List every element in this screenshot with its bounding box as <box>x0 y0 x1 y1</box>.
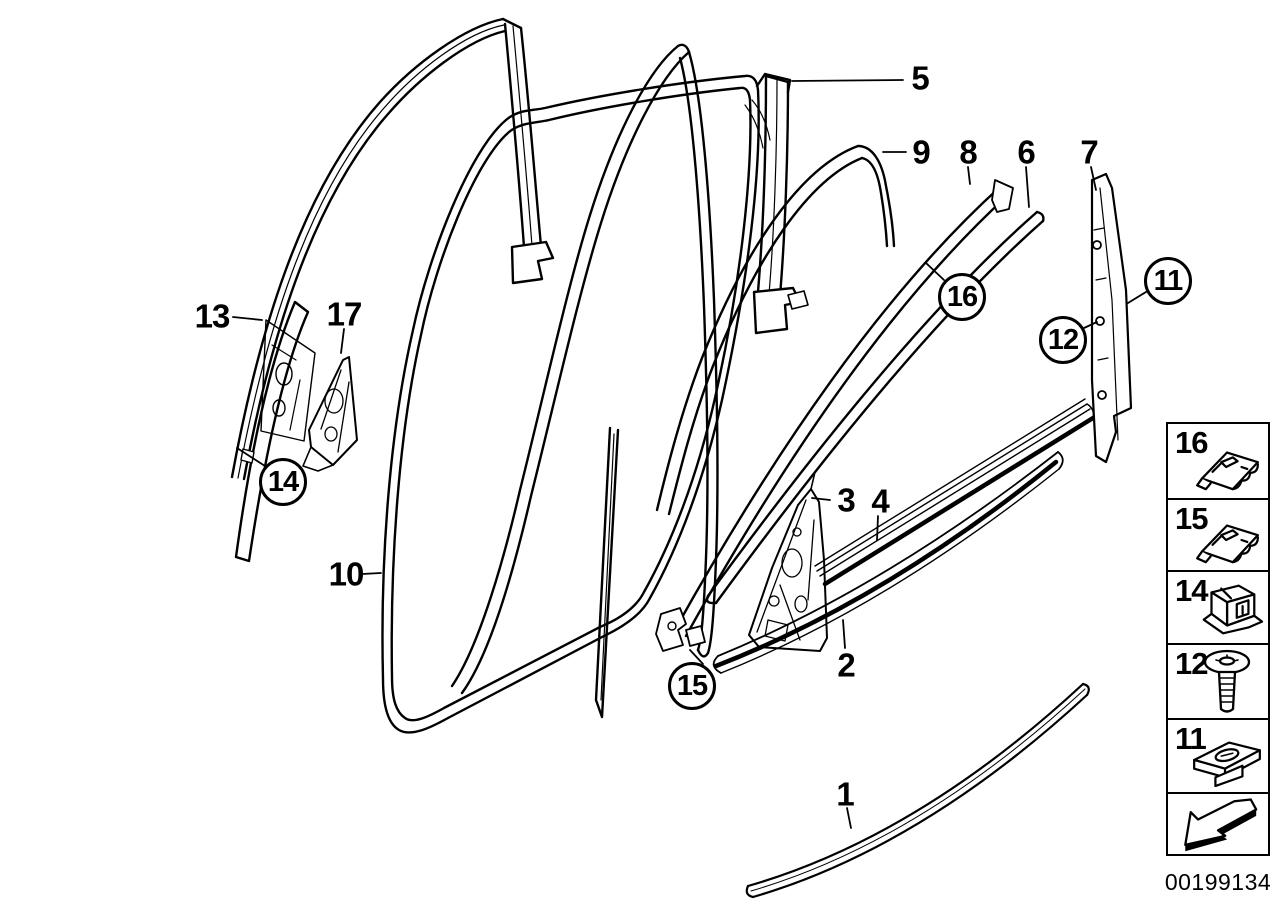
legend-box-12[interactable]: 12 <box>1166 643 1270 720</box>
strip-2-art <box>712 451 1064 674</box>
strip-1-art <box>745 682 1090 899</box>
trim-3-art <box>748 471 828 652</box>
spring-clip-icon <box>1196 451 1260 491</box>
callout-circle-12[interactable]: 12 <box>1039 316 1087 364</box>
pillar-5-art <box>752 72 809 335</box>
legend-box-15[interactable]: 15 <box>1166 498 1270 572</box>
screw-icon <box>1203 649 1251 713</box>
legend-label-12: 12 <box>1175 646 1208 681</box>
slide-nut-icon <box>1193 741 1261 787</box>
trim-17-art <box>302 356 358 472</box>
frame-9-art <box>655 144 896 516</box>
callout-7[interactable]: 7 <box>1080 133 1098 171</box>
clamp-icon <box>1202 584 1264 635</box>
callout-circle-14[interactable]: 14 <box>259 458 307 506</box>
strip-8-art <box>655 179 1014 652</box>
callout-circle-11[interactable]: 11 <box>1144 257 1192 305</box>
callout-5[interactable]: 5 <box>911 59 929 97</box>
callout-3[interactable]: 3 <box>837 481 855 519</box>
callout-4[interactable]: 4 <box>871 482 889 520</box>
window-guide-frame-art <box>230 17 555 481</box>
callout-10[interactable]: 10 <box>328 555 365 593</box>
legend-label-15: 15 <box>1175 501 1208 536</box>
legend-label-14: 14 <box>1175 573 1208 608</box>
blade-7-art <box>1090 172 1133 464</box>
callout-circle-16[interactable]: 16 <box>938 273 986 321</box>
strip-6-art <box>705 210 1045 605</box>
legend-box-16[interactable]: 16 <box>1166 422 1270 500</box>
legend-box-14[interactable]: 14 <box>1166 570 1270 645</box>
callout-1[interactable]: 1 <box>836 775 854 813</box>
drawing-number: 00199134 <box>1164 869 1272 895</box>
back-arrow-icon <box>1184 798 1258 852</box>
legend-label-11: 11 <box>1175 721 1207 756</box>
callout-circle-15[interactable]: 15 <box>668 662 716 710</box>
door-seal-10-art <box>381 74 771 734</box>
strip-4-art <box>814 398 1096 587</box>
legend-label-16: 16 <box>1175 425 1208 460</box>
window-seal-frame-art <box>450 43 719 695</box>
callout-2[interactable]: 2 <box>837 646 855 684</box>
callout-17[interactable]: 17 <box>326 295 363 333</box>
leader-lines <box>232 79 1147 829</box>
legend-nav-arrow[interactable] <box>1166 792 1270 856</box>
spring-clip-icon <box>1196 524 1260 564</box>
callout-13[interactable]: 13 <box>194 297 231 335</box>
callout-6[interactable]: 6 <box>1017 133 1035 171</box>
callout-9[interactable]: 9 <box>912 133 930 171</box>
channel-strip-art <box>594 426 620 719</box>
callout-8[interactable]: 8 <box>959 133 977 171</box>
legend-box-11[interactable]: 11 <box>1166 718 1270 794</box>
